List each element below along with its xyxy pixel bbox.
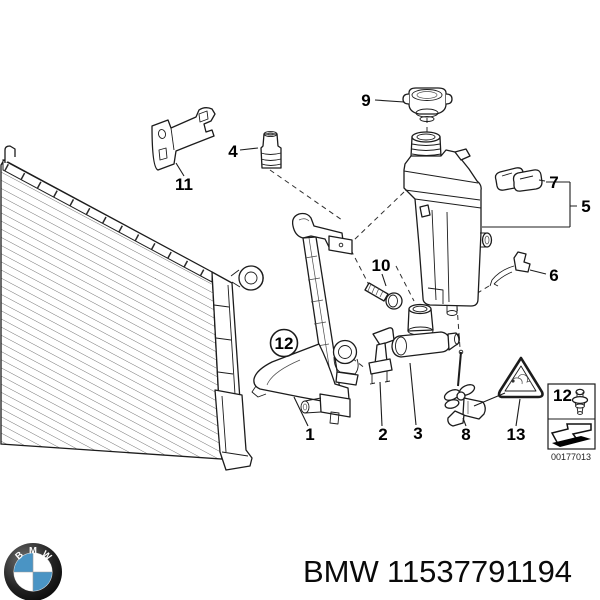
callout-13: 13 <box>507 425 526 444</box>
footer: B M W BMW 11537791194 <box>4 543 572 600</box>
brand-text: BMW <box>303 554 380 589</box>
callout-3: 3 <box>413 424 422 443</box>
tank-cap-drawing <box>402 87 453 122</box>
alignment-dashed-lines <box>269 118 490 370</box>
radiator-filler-port <box>230 265 264 291</box>
callout-2: 2 <box>378 425 387 444</box>
callout-4: 4 <box>228 142 238 161</box>
bmw-logo-quadrant-tr <box>33 553 52 572</box>
callout-1: 1 <box>305 425 314 444</box>
radiator-lower-bracket <box>214 389 253 471</box>
retaining-clip-2-drawing <box>368 327 395 385</box>
leader-lines <box>175 99 577 427</box>
circled-callout-12: 12 <box>269 328 299 358</box>
screw-drawing <box>364 282 403 310</box>
mounting-bracket-drawing <box>151 107 216 171</box>
callout-6: 6 <box>549 266 558 285</box>
expansion-rivet-icon <box>571 388 589 415</box>
callout-10: 10 <box>372 256 391 275</box>
level-sensor-drawing <box>443 349 486 427</box>
tank-carrier-drawing <box>251 212 359 425</box>
warning-triangle-icon <box>497 356 544 399</box>
callout-9: 9 <box>361 91 370 110</box>
retaining-clip-6-drawing <box>489 251 531 287</box>
callout-11: 11 <box>175 175 193 194</box>
direction-arrow-icon <box>550 423 592 447</box>
bmw-logo-quadrant-tl <box>14 553 33 572</box>
callout-12: 12 <box>275 334 294 353</box>
expansion-tank-drawing <box>402 87 493 316</box>
bmw-logo-quadrant-br <box>33 572 52 591</box>
image-code: 00177013 <box>551 452 591 462</box>
radiator-drawing <box>0 145 264 471</box>
hose-connector-drawing <box>391 303 460 358</box>
cover-clip-drawing <box>494 167 543 192</box>
bmw-logo-letter-m: M <box>29 546 37 557</box>
callout-5: 5 <box>581 197 590 216</box>
part-number-text: 11537791194 <box>387 554 572 589</box>
bmw-logo: B M W <box>4 543 62 600</box>
callout-7: 7 <box>549 173 558 192</box>
legend-box: 12 <box>547 383 596 450</box>
rubber-buffer-drawing <box>260 130 282 169</box>
radiator-corner-tab <box>4 145 16 163</box>
callout-8: 8 <box>461 425 470 444</box>
bmw-logo-quadrant-bl <box>14 572 33 591</box>
legend-label: 12 <box>553 386 572 405</box>
